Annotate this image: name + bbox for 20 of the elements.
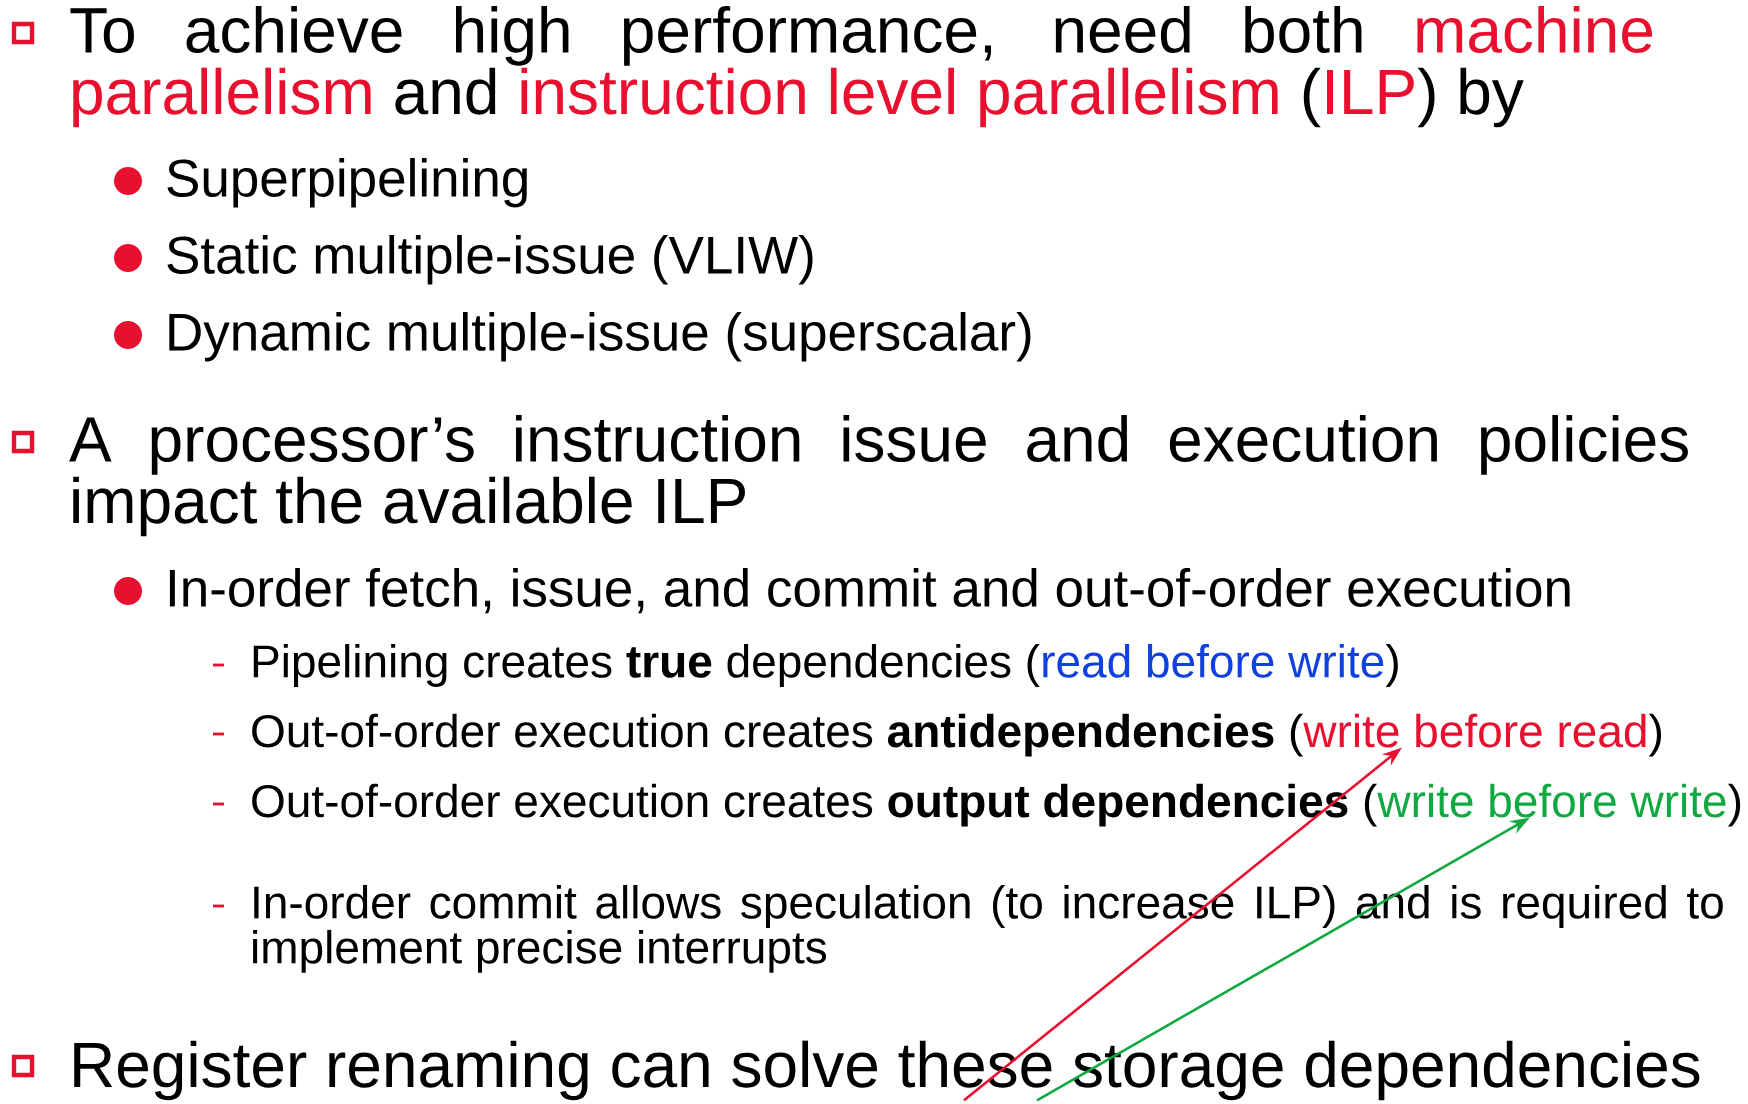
bullet-text: Out-of-order execution creates antidependencies ( <box>252 713 1304 757</box>
label: parallelism <box>73 67 371 128</box>
label: machine <box>1417 6 1653 54</box>
label: and <box>395 67 496 115</box>
label: ( <box>1303 67 1321 128</box>
bullet-text: In-order fetch, issue, and commit and out-of-order execution <box>169 568 1570 614</box>
bullet-text: Pipelining creates true dependencies (read before write) <box>253 644 1398 687</box>
bullet-text: Superpipelining <box>167 158 527 208</box>
bullet-text: A processor’s instruction issue and execution policies impact the available ILP <box>69 415 1688 537</box>
label: To achieve high performance, need both <box>70 6 1362 66</box>
label: ) by <box>1417 67 1524 128</box>
highlighted-text: write before write <box>1377 783 1726 818</box>
bullet-text: Dynamic multiple-issue (superscalar) <box>169 312 1031 362</box>
label: ILP <box>1327 70 1414 115</box>
bullet-text: Static multiple-issue (VLIW) <box>167 235 813 285</box>
highlighted-text: write before read <box>1303 713 1646 748</box>
bullet-text: ) <box>1648 713 1661 757</box>
bullet-text: To achieve high performance, need both machine parallelism and instruction level parallelism (ILP) by <box>70 6 1653 128</box>
label: instruction level parallelism <box>521 67 1278 128</box>
bullet-text: ) <box>1727 783 1741 827</box>
